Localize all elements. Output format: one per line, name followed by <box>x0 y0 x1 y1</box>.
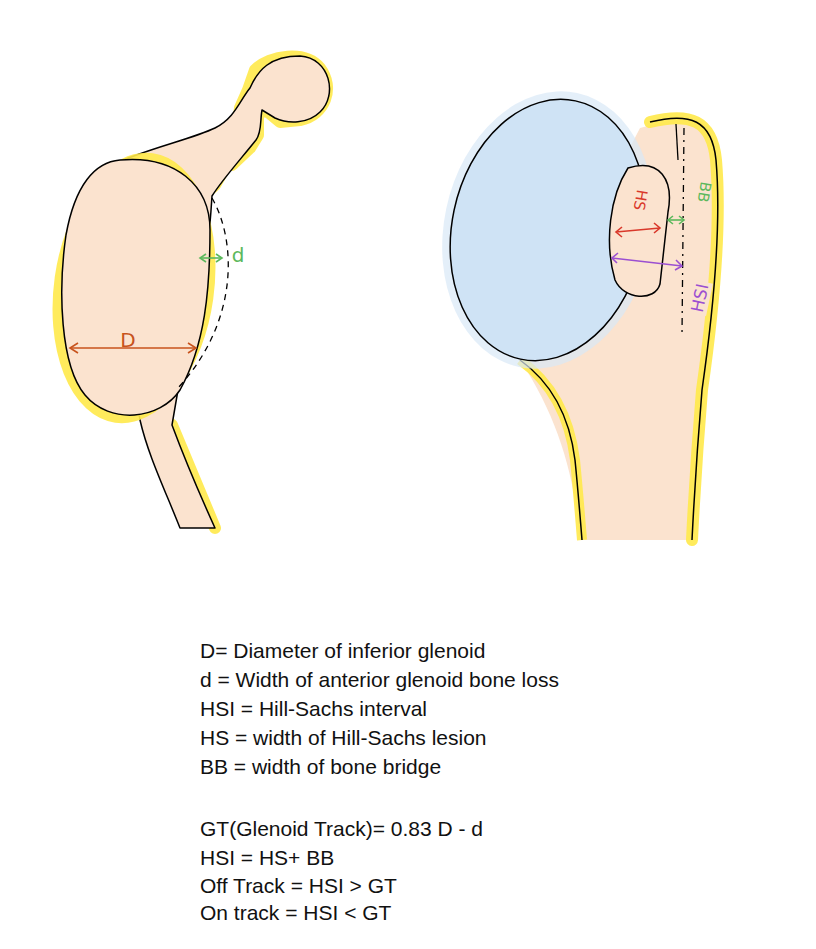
legend-note: HSI = HS+ BB <box>200 846 334 869</box>
dimension-label: d <box>232 244 245 266</box>
legend-note: d = Width of anterior glenoid bone loss <box>200 668 559 691</box>
legend-note: On track = HSI < GT <box>200 901 391 924</box>
dimension-label: D <box>120 329 135 351</box>
dimension-label: HS <box>630 188 650 211</box>
legend-note: BB = width of bone bridge <box>200 755 441 778</box>
legend-note: HS = width of Hill-Sachs lesion <box>200 726 487 749</box>
humerus-figure <box>417 71 718 540</box>
legend-note: HSI = Hill-Sachs interval <box>200 697 427 720</box>
legend-note: Off Track = HSI > GT <box>200 874 397 897</box>
legend-note: GT(Glenoid Track)= 0.83 D - d <box>200 817 483 840</box>
glenoid-figure <box>43 56 330 528</box>
legend-note: D= Diameter of inferior glenoid <box>200 639 485 662</box>
dimension-label: BB <box>694 180 714 203</box>
